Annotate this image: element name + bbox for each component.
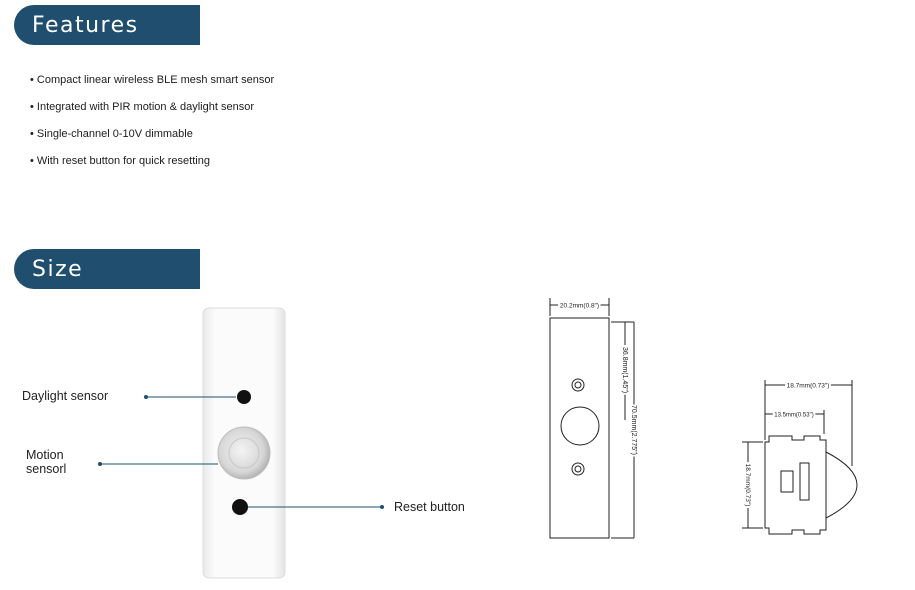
features-heading-banner: Features: [14, 5, 200, 45]
side-inner-width-dim: 13.5mm(0.53"): [774, 413, 813, 419]
daylight-sensor-label: Daylight sensor: [22, 389, 109, 403]
callout-dot: [144, 395, 148, 399]
side-height-dim: 18.7mm(0.73"): [744, 464, 751, 507]
size-heading: Size: [32, 256, 84, 282]
features-heading: Features: [32, 12, 139, 38]
front-upper-height-dim: 36.8mm(1.45"): [621, 347, 628, 393]
daylight-sensor-dot: [237, 390, 251, 404]
side-dimension-drawing: [742, 380, 858, 535]
motion-sensor-lens: [217, 426, 271, 480]
reset-button-dot: [232, 499, 248, 515]
reset-button-label: Reset button: [394, 500, 465, 514]
motion-sensor-label-line2: sensorl: [26, 462, 67, 476]
front-dimension-drawing: [549, 298, 635, 539]
feature-item: Single-channel 0-10V dimmable: [30, 127, 274, 154]
feature-item: Compact linear wireless BLE mesh smart s…: [30, 73, 274, 100]
side-top-width-dim: 18.7mm(0.73"): [787, 383, 830, 390]
front-width-dim: 20.2mm(0.8"): [560, 303, 599, 310]
callout-dot: [98, 462, 102, 466]
front-total-height-dim: 70.5mm(2.775"): [630, 405, 637, 455]
callout-dot: [380, 505, 384, 509]
features-list: Compact linear wireless BLE mesh smart s…: [30, 73, 274, 181]
size-heading-banner: Size: [14, 249, 200, 289]
feature-item: Integrated with PIR motion & daylight se…: [30, 100, 274, 127]
lens-ring: [228, 437, 260, 469]
motion-sensor-label-line1: Motion: [26, 448, 64, 462]
feature-item: With reset button for quick resetting: [30, 154, 274, 181]
